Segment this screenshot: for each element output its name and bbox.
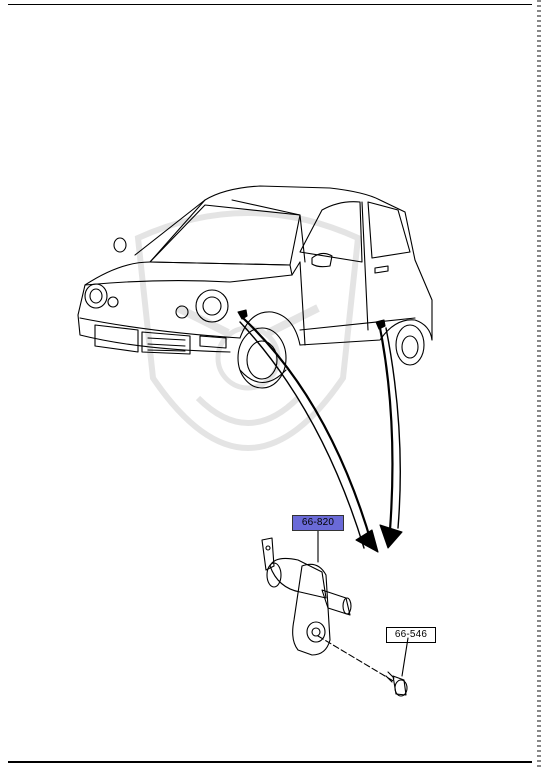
watermark-emblem bbox=[134, 210, 362, 451]
part-label-66-820[interactable]: 66-820 bbox=[292, 515, 344, 531]
car-illustration bbox=[77, 185, 433, 389]
location-leaders bbox=[239, 316, 403, 553]
bottom-rule bbox=[8, 761, 532, 763]
part-label-66-546[interactable]: 66-546 bbox=[386, 627, 436, 643]
door-switch-part bbox=[261, 525, 409, 697]
page-edge-strip bbox=[537, 0, 541, 768]
top-rule bbox=[8, 4, 532, 5]
